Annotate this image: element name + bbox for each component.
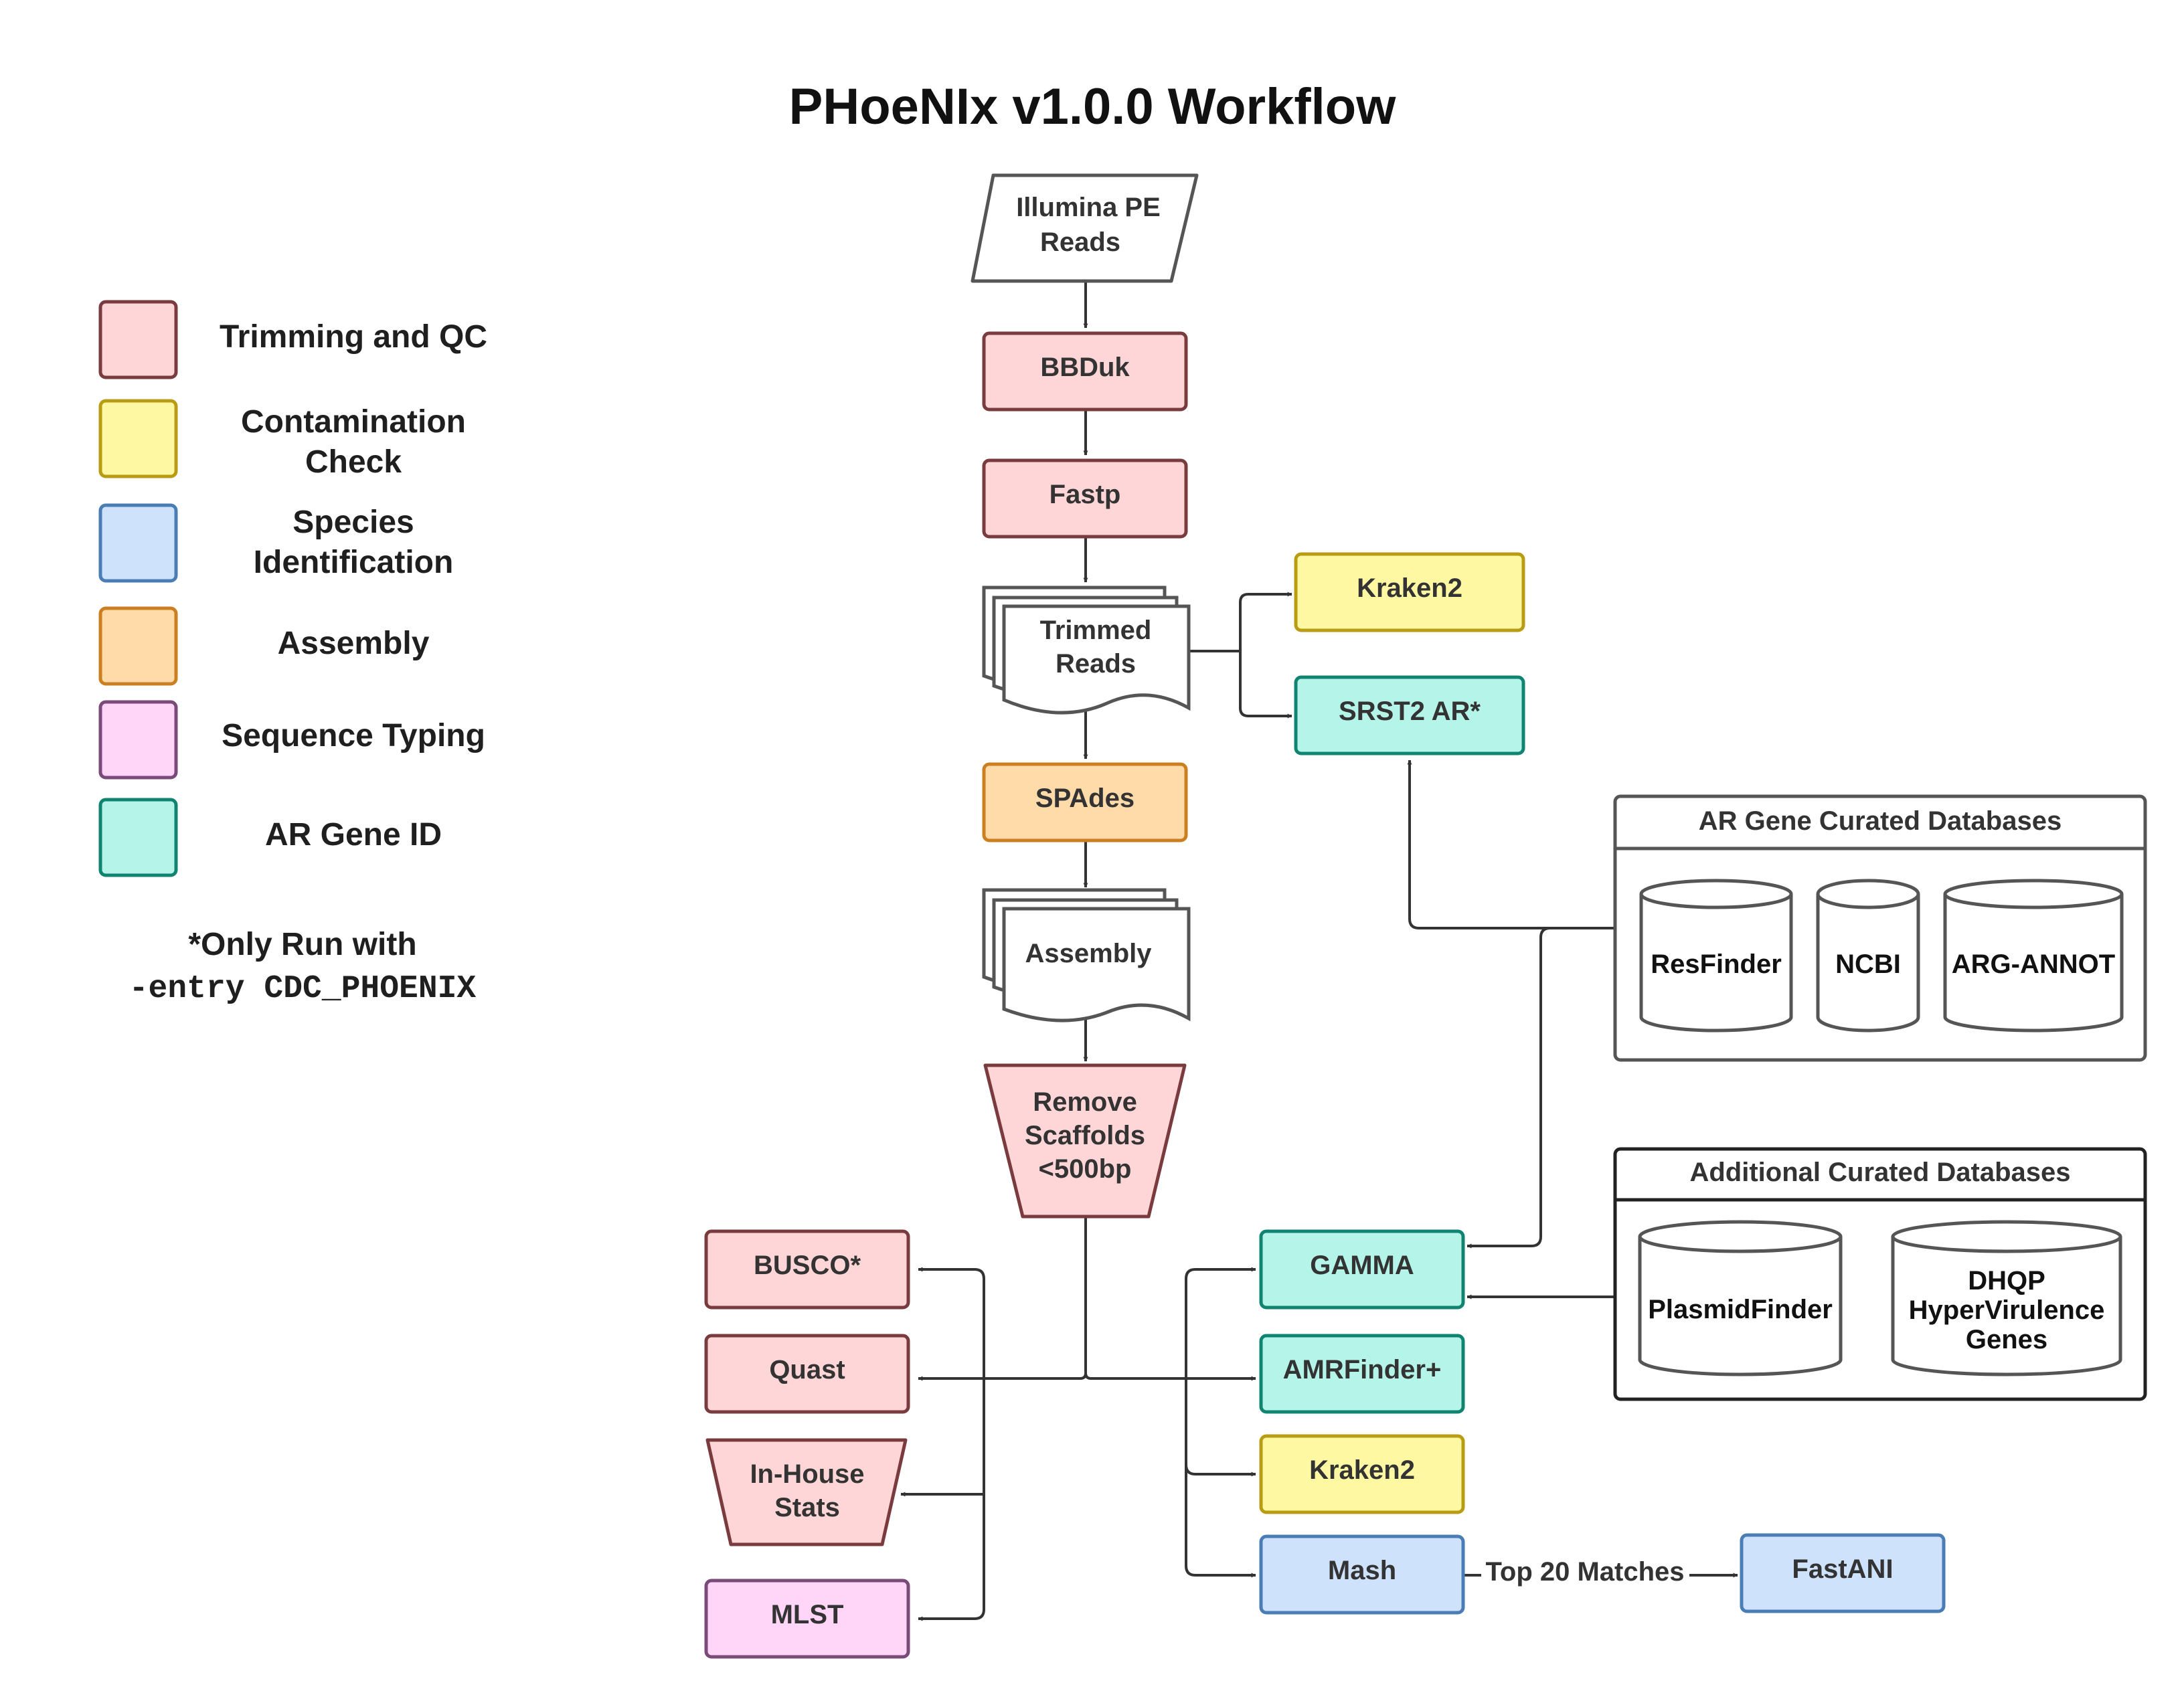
db-resfinder[interactable]: ResFinder bbox=[1639, 879, 1793, 1033]
node-amrfinder[interactable]: AMRFinder+ bbox=[1259, 1334, 1465, 1414]
svg-text:Kraken2: Kraken2 bbox=[1309, 1455, 1415, 1485]
additional-databases-panel: Additional Curated Databases PlasmidFind… bbox=[1613, 1147, 2147, 1401]
node-busco[interactable]: BUSCO* bbox=[704, 1229, 910, 1310]
node-mash[interactable]: Mash bbox=[1259, 1534, 1465, 1615]
svg-text:Mash: Mash bbox=[1328, 1556, 1396, 1585]
node-spades[interactable]: SPAdes bbox=[982, 762, 1188, 842]
svg-text:SPAdes: SPAdes bbox=[1035, 784, 1135, 813]
legend-swatch-trim bbox=[98, 300, 178, 379]
legend-swatch-species bbox=[98, 503, 178, 583]
svg-text:ResFinder: ResFinder bbox=[1651, 950, 1782, 979]
legend-label-seqtype: Sequence Typing bbox=[222, 718, 485, 753]
legend-label-argene: AR Gene ID bbox=[265, 817, 442, 853]
svg-text:NCBI: NCBI bbox=[1835, 950, 1901, 979]
svg-text:MLST: MLST bbox=[771, 1600, 844, 1629]
svg-text:AMRFinder+: AMRFinder+ bbox=[1283, 1355, 1442, 1384]
legend-label-assembly: Assembly bbox=[278, 626, 430, 661]
diagram-title: PHoeNIx v1.0.0 Workflow bbox=[789, 78, 1397, 135]
node-assembly[interactable]: Assembly bbox=[982, 888, 1191, 1022]
db-arg-annot[interactable]: ARG-ANNOT bbox=[1943, 879, 2124, 1033]
legend-swatch-assembly bbox=[98, 606, 178, 686]
node-bbduk[interactable]: BBDuk bbox=[982, 331, 1188, 412]
node-quast[interactable]: Quast bbox=[704, 1334, 910, 1414]
svg-text:ARG-ANNOT: ARG-ANNOT bbox=[1952, 950, 2115, 979]
ar-db-title: AR Gene Curated Databases bbox=[1699, 806, 2062, 836]
legend-swatch-contam bbox=[98, 399, 178, 478]
svg-text:BUSCO*: BUSCO* bbox=[754, 1251, 861, 1280]
svg-text:PlasmidFinder: PlasmidFinder bbox=[1648, 1295, 1833, 1324]
svg-text:Quast: Quast bbox=[769, 1355, 845, 1384]
legend-swatch-argene bbox=[98, 798, 178, 877]
add-db-title: Additional Curated Databases bbox=[1689, 1158, 2070, 1187]
svg-text:Assembly: Assembly bbox=[1025, 939, 1153, 968]
node-kraken2-contamination[interactable]: Kraken2 bbox=[1294, 552, 1525, 632]
note-only-run: *Only Run with bbox=[188, 927, 416, 962]
ar-gene-databases-panel: AR Gene Curated Databases ResFinder NCBI… bbox=[1613, 794, 2147, 1062]
svg-text:Kraken2: Kraken2 bbox=[1357, 573, 1462, 603]
svg-text:FastANI: FastANI bbox=[1792, 1554, 1893, 1584]
edge-label-top-matches: Top 20 Matches bbox=[1485, 1557, 1684, 1587]
note-entry-flag: -entry CDC_PHOENIX bbox=[129, 971, 477, 1007]
edges bbox=[900, 281, 1738, 1621]
db-ncbi[interactable]: NCBI bbox=[1816, 879, 1920, 1033]
node-gamma[interactable]: GAMMA bbox=[1259, 1229, 1465, 1310]
node-mlst[interactable]: MLST bbox=[704, 1579, 910, 1659]
svg-text:BBDuk: BBDuk bbox=[1040, 353, 1130, 382]
svg-text:SRST2 AR*: SRST2 AR* bbox=[1339, 697, 1481, 726]
svg-text:Fastp: Fastp bbox=[1049, 480, 1121, 509]
node-srst2-ar[interactable]: SRST2 AR* bbox=[1294, 675, 1525, 755]
svg-text:GAMMA: GAMMA bbox=[1310, 1251, 1414, 1280]
legend-swatch-seqtype bbox=[98, 700, 178, 780]
node-fastp[interactable]: Fastp bbox=[982, 458, 1188, 539]
db-plasmidfinder[interactable]: PlasmidFinder bbox=[1638, 1220, 1843, 1376]
node-fastani[interactable]: FastANI bbox=[1740, 1533, 1946, 1613]
node-kraken2-assembly[interactable]: Kraken2 bbox=[1259, 1434, 1465, 1514]
legend-label-trim: Trimming and QC bbox=[220, 319, 487, 355]
